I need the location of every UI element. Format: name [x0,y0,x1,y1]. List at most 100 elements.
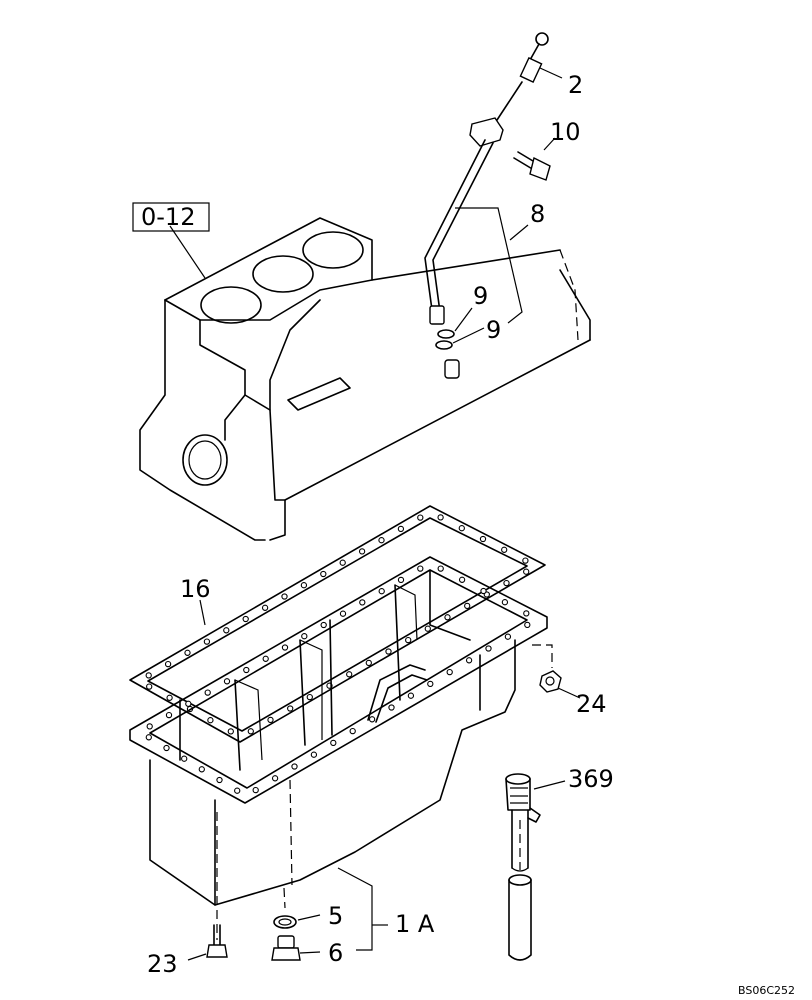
bolt-hole [310,751,318,758]
callout-0-12: 0-12 [141,203,195,231]
bolt-hole [368,716,376,723]
bolt-hole [458,576,466,583]
bolt-hole [524,621,531,629]
bolt-hole [446,668,453,676]
bolt-hole [252,786,259,794]
bolt-hole [271,775,279,782]
callout-23: 23 [147,950,178,978]
bolt-hole [480,587,487,595]
bolt-hole [306,693,313,701]
bolt-hole [216,776,223,784]
bolt-hole [204,689,211,696]
bolt-hole [444,614,451,621]
bolt-hole [397,525,405,533]
bolt-hole [437,514,444,521]
bolt-hole [185,700,192,707]
bolt-hole [523,568,530,575]
bolt-hole [165,711,173,719]
bolt-hole [262,655,269,662]
bolt-hole [330,739,337,747]
bolt-hole [388,704,395,711]
bolt-hole [485,645,492,652]
bolt-hole [247,728,254,735]
oil-pan-gasket: 16 [129,505,546,743]
bolt-hole [465,657,473,664]
callout-10: 10 [550,118,581,146]
nut-24: 24 [532,644,607,718]
bolt-hole [301,633,308,640]
bolt-10 [513,151,551,181]
bolt-hole [223,627,230,634]
callout-9-upper: 9 [473,282,488,310]
bolt-hole [501,599,509,606]
callout-24: 24 [576,690,607,718]
bolt-hole [320,570,327,578]
bolt-hole [458,525,465,532]
dipstick-guide-tube: 10 8 [424,117,581,325]
callout-8: 8 [530,200,545,228]
bolt-hole [320,621,327,629]
bolt-hole [145,734,152,741]
bolt-hole [261,604,269,611]
bolt-hole [227,728,234,735]
bolt-hole [145,672,152,679]
bolt-hole [339,610,347,617]
oil-pan: 1 A [129,556,548,951]
bolt-hole [378,588,385,595]
bolt-hole [146,683,153,690]
bolt-hole [281,593,288,600]
bolt-hole [291,763,298,770]
bolt-hole [522,557,529,564]
bolt-hole [349,727,356,735]
callout-369: 369 [568,765,614,793]
bolt-hole [243,666,250,674]
bolt-hole [437,565,444,572]
bolt-hole [203,638,211,645]
bolt-hole [281,644,289,651]
bolt-hole [464,602,471,610]
engine-block: 0-12 [132,202,591,541]
bolt-hole [346,671,353,678]
bolt-hole [166,694,173,701]
bolt-hole [407,692,415,699]
drawing-code: BS06C252 [738,984,795,997]
bolt-hole [405,636,412,644]
bolt-hole [365,659,372,667]
bolt-hole [424,625,431,632]
bolt-hole [427,680,434,688]
bolt-hole [501,546,508,553]
bolt-hole [359,599,366,606]
callout-2: 2 [568,71,583,99]
callout-9-lower: 9 [486,316,501,344]
bolt-hole [267,716,274,724]
dipstick: 2 [496,32,583,121]
callout-1a: 1 A [395,910,435,938]
o-rings: 9 9 [435,282,501,379]
bolt-hole [385,648,392,655]
bolt-hole [417,565,424,572]
bolt-hole [234,787,241,794]
bolt-hole [417,514,424,521]
bolt-hole [198,766,205,773]
bolt-hole [339,559,346,566]
bolt-hole [207,717,214,724]
bolt-hole [223,678,231,685]
bolt-hole [184,649,191,656]
bolt-hole [479,535,487,543]
bolt-hole [504,633,512,640]
oil-filler: 369 [505,765,614,961]
bolt-hole [397,576,405,584]
drain-plug-6: 6 [271,935,343,967]
bolt-hole [287,705,294,712]
bolt-hole [358,548,366,555]
callout-5: 5 [328,902,343,930]
bolt-hole [164,660,172,668]
bolt-hole [146,723,153,730]
bolt-hole [378,537,385,544]
bolt-hole [242,615,249,623]
bolt-hole [163,744,170,752]
callout-16: 16 [180,575,211,603]
callout-6: 6 [328,939,343,967]
bolt-hole [503,579,510,587]
